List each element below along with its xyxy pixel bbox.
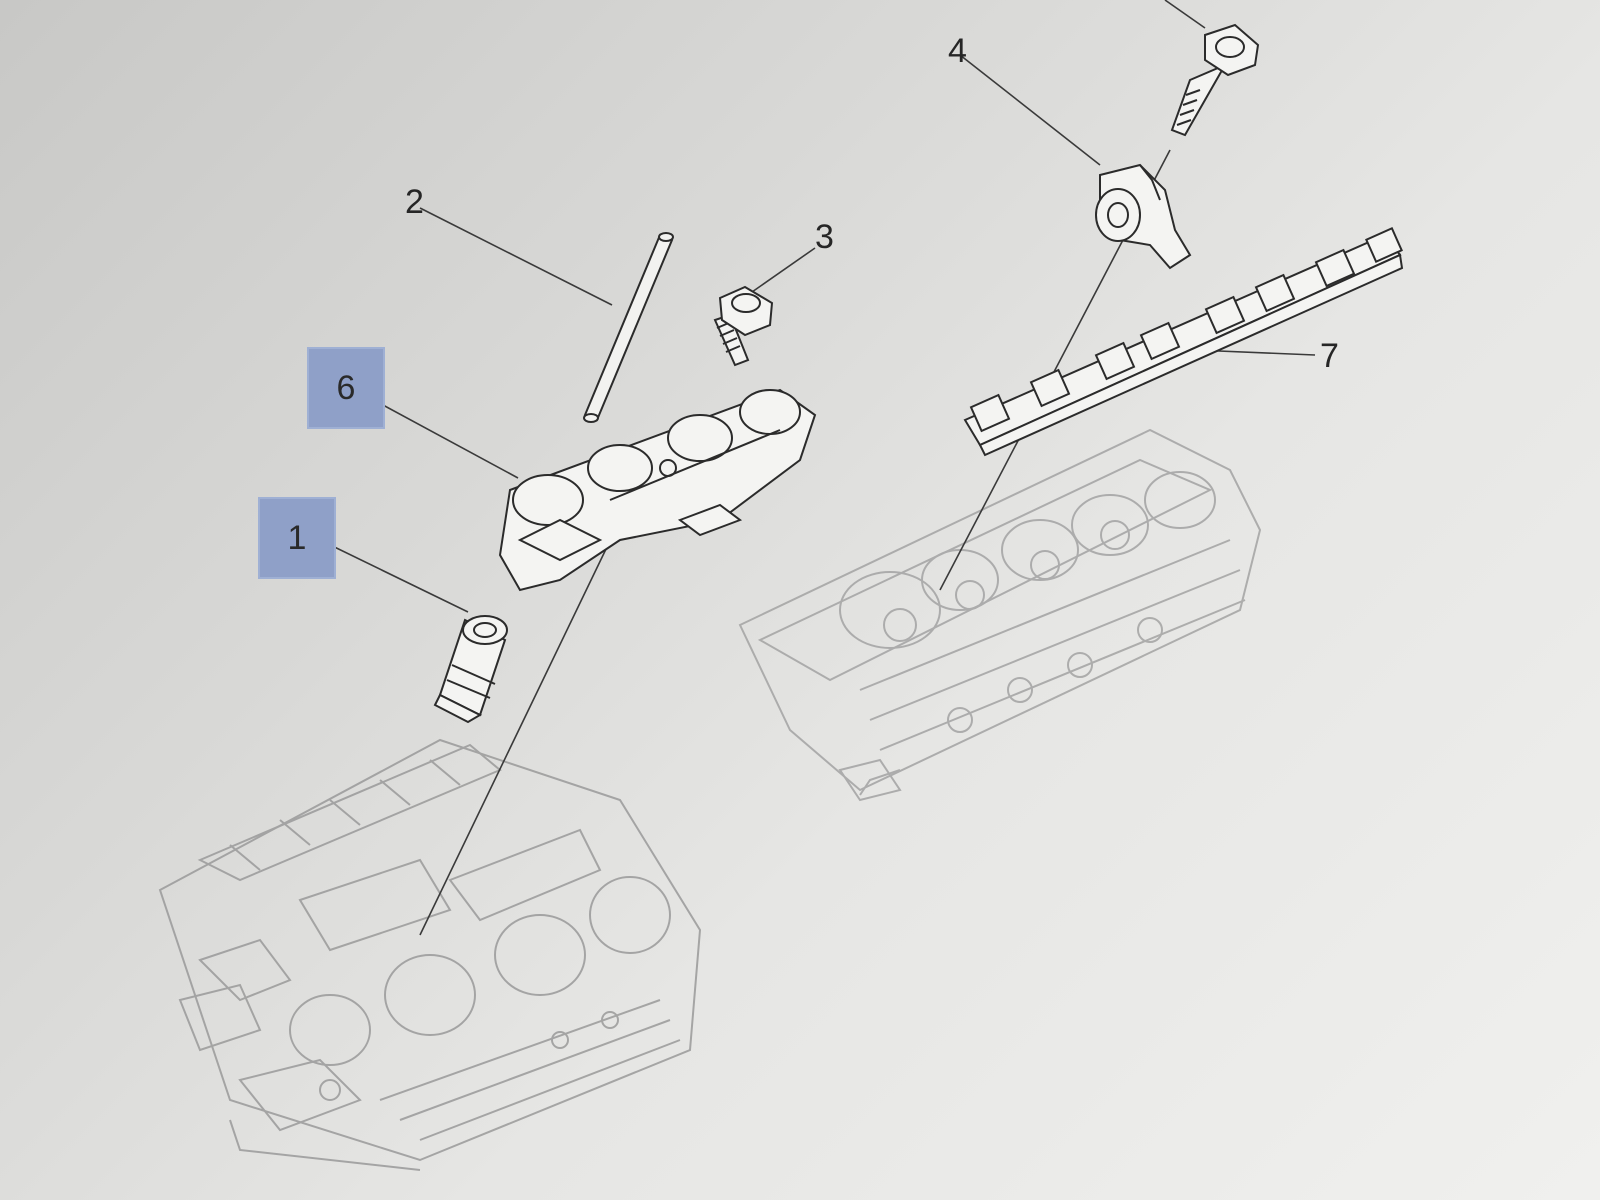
part-6-lifter-guide[interactable] [498, 388, 817, 592]
part-rocker-bolt[interactable] [1170, 23, 1260, 137]
part-4-rocker-arm[interactable] [1095, 163, 1192, 270]
callout-6-highlighted[interactable]: 6 [307, 347, 385, 429]
callout-3-label[interactable]: 3 [815, 218, 834, 256]
callout-7-label[interactable]: 7 [1320, 337, 1339, 375]
callout-1-label: 1 [287, 518, 307, 557]
part-3-bolt[interactable] [713, 285, 774, 367]
rail-pedestals [969, 227, 1403, 433]
leader-lines [319, 0, 1316, 936]
part-1-valve-lifter[interactable] [433, 615, 508, 724]
engine-block-ghost-left [158, 738, 702, 1171]
part-7-rocker-rail[interactable] [963, 227, 1404, 457]
callout-2-label[interactable]: 2 [405, 183, 424, 221]
callout-1-highlighted[interactable]: 1 [258, 497, 336, 579]
cylinder-head-ghost-right [738, 428, 1262, 802]
part-2-pushrod[interactable] [583, 232, 674, 423]
callout-4-label[interactable]: 4 [948, 32, 967, 70]
callout-6-label: 6 [336, 368, 356, 407]
